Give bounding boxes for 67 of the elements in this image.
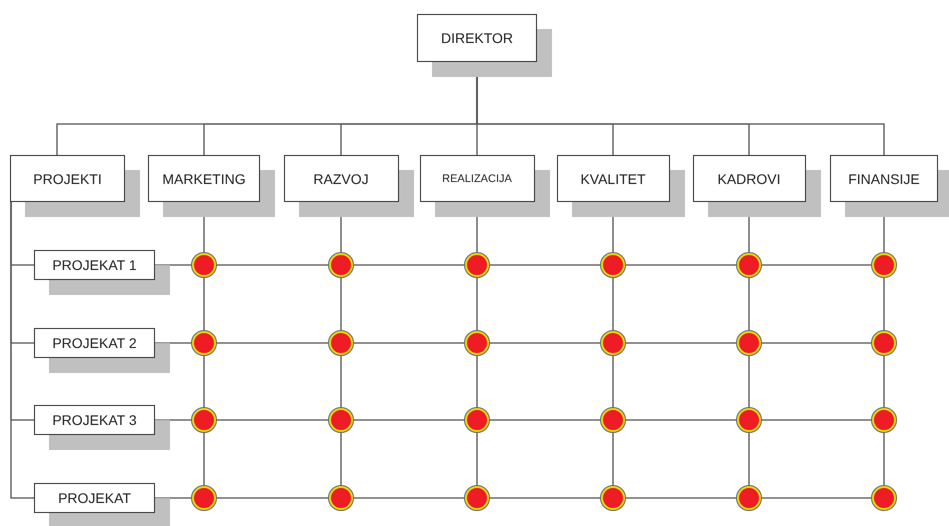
connector-line [748,355,750,408]
connector-line [216,264,329,266]
junction-dot [737,486,761,510]
junction-dot [872,486,896,510]
junction-dot [872,253,896,277]
connector-line [353,264,465,266]
connector-line [612,355,614,408]
junction-dot [737,253,761,277]
junction-dot [192,408,216,432]
connector-line [203,277,205,331]
connector-line [761,264,872,266]
connector-line [761,342,872,344]
junction-dot [465,253,489,277]
connector-line [489,497,601,499]
connector-line [216,419,329,421]
junction-dot [465,331,489,355]
junction-dot [192,253,216,277]
connector-line [353,342,465,344]
connector-line [761,497,872,499]
connector-line [203,355,205,408]
junction-dot [601,253,625,277]
connector-line [216,342,329,344]
junction-dot [601,331,625,355]
connector-line [625,497,737,499]
connector-line [340,277,342,331]
connector-line [625,419,737,421]
connector-line [353,419,465,421]
connector-line [476,355,478,408]
connector-line [489,264,601,266]
junction-dot [601,486,625,510]
junction-dot [601,408,625,432]
connector-line [155,497,192,499]
junction-dot [329,331,353,355]
connector-line [353,497,465,499]
connector-line [155,264,192,266]
connector-line [761,419,872,421]
connector-line [476,277,478,331]
connector-line [155,342,192,344]
connector-line [203,432,205,486]
junction-dot [872,331,896,355]
junction-dot [329,408,353,432]
connector-line [476,432,478,486]
junction-dot [737,408,761,432]
junction-dot [192,331,216,355]
connector-line [625,342,737,344]
connector-line [340,355,342,408]
junction-dot [192,486,216,510]
connector-line [340,432,342,486]
connector-line [748,432,750,486]
connector-line [10,202,34,499]
junction-dot [872,408,896,432]
junction-dot [329,253,353,277]
junction-dot [465,408,489,432]
junction-dot [465,486,489,510]
connector-line [489,419,601,421]
connector-line [489,342,601,344]
connector-line [216,497,329,499]
junction-dot [329,486,353,510]
connector-line [155,419,192,421]
connector-line [748,277,750,331]
connector-line [883,277,885,331]
connector-line [612,277,614,331]
connector-line [883,355,885,408]
junction-dot [737,331,761,355]
connector-line [625,264,737,266]
connector-line [612,432,614,486]
connector-line [883,432,885,486]
